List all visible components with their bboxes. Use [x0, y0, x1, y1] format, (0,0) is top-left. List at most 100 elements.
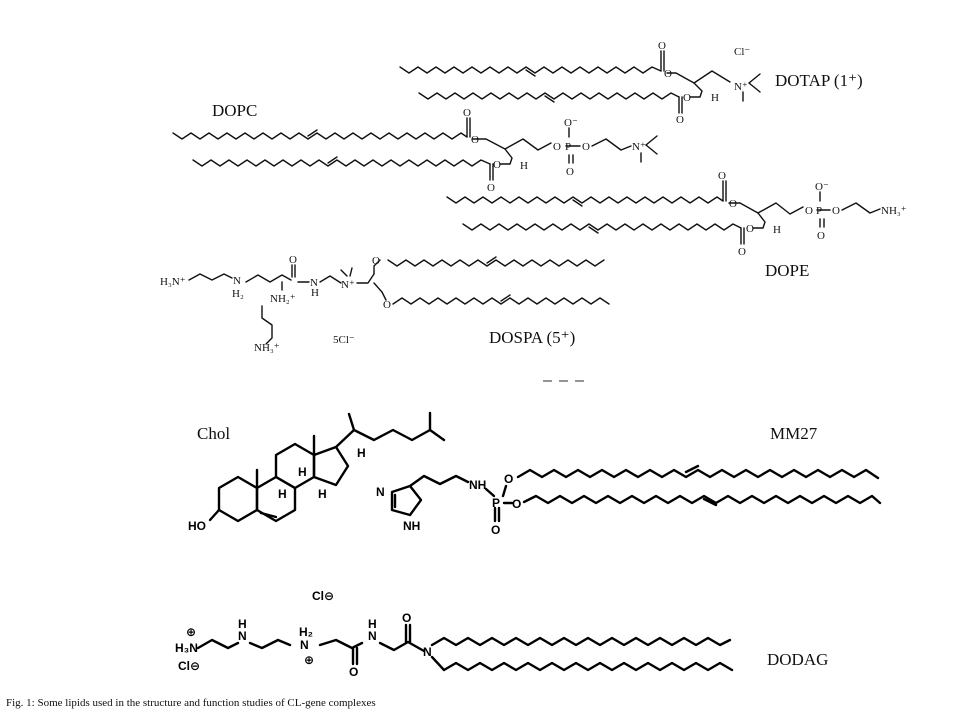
dodag-charge: ⊕	[304, 653, 314, 667]
dope-glycerol	[728, 202, 766, 229]
dodag-atom: N	[238, 629, 247, 643]
dospa-spermine-chain	[188, 273, 233, 281]
dope-double-bond-2	[588, 226, 599, 234]
chol-ring-d	[312, 445, 350, 487]
dopc-atom: H	[520, 160, 528, 172]
dopc-double-bond-1	[307, 129, 318, 137]
dopc-atom: O	[487, 182, 495, 194]
dotap-double-bond-1	[525, 69, 536, 77]
dope-atom: O	[729, 198, 737, 210]
chol-atom: H	[278, 487, 287, 501]
dope-structure: O O O O H O O⁻ P O O NH₃⁺ DOPE	[446, 170, 907, 280]
dospa-atom: N	[233, 275, 241, 287]
mm27-atom: N	[376, 485, 385, 499]
dodag-head-chain	[196, 638, 240, 650]
dospa-atom: H₃N⁺	[160, 276, 186, 288]
dotap-atom: O	[683, 92, 691, 104]
mm27-tail-1	[516, 468, 880, 480]
dotap-counterion: Cl⁻	[734, 46, 750, 58]
dope-linker	[757, 202, 804, 215]
mm27-atom: NH	[403, 519, 420, 533]
dopc-atom: O	[463, 107, 471, 119]
dodag-atom: H	[368, 617, 377, 631]
dodag-atom: N	[300, 638, 309, 652]
dodag-counterion: Cl⊖	[312, 589, 334, 603]
figure-caption: Fig. 1: Some lipids used in the structur…	[6, 697, 376, 709]
dopc-glycerol	[472, 138, 513, 165]
dope-double-bond-1	[572, 199, 583, 207]
dospa-atom: NH₃⁺	[254, 342, 280, 354]
dotap-atom: H	[711, 92, 719, 104]
dospa-structure: H₃N⁺ N H₂ O N H NH₂⁺ NH₃⁺ N⁺ O O 5Cl⁻ DO…	[160, 254, 610, 354]
dopc-atom: O⁻	[564, 117, 578, 129]
dope-atom: O	[746, 223, 754, 235]
dotap-atom: O	[658, 40, 666, 52]
dospa-atom: N⁺	[341, 279, 355, 291]
mm27-linker	[408, 474, 470, 488]
dodag-atom: H₃N	[175, 641, 198, 655]
dodag-label: DODAG	[767, 650, 828, 669]
dodag-atom: N	[368, 629, 377, 643]
dopc-linker	[504, 138, 552, 151]
dospa-atom: O	[289, 254, 297, 266]
dospa-tail-2	[392, 297, 610, 305]
dodag-charge: ⊕	[186, 625, 196, 639]
dodag-atom: H	[238, 617, 247, 631]
dopc-atom: O	[493, 159, 501, 171]
dope-atom: NH₃⁺	[881, 205, 907, 217]
dope-atom: O⁻	[815, 181, 829, 193]
dospa-tail-1	[387, 259, 605, 267]
mm27-atom: P	[492, 496, 500, 510]
dopc-label: DOPC	[212, 101, 257, 120]
dospa-label: DOSPA (5⁺)	[489, 328, 575, 347]
dopc-atom: P	[565, 141, 571, 153]
dospa-atom: O	[383, 299, 391, 311]
mm27-tail-2	[522, 494, 882, 505]
dotap-label: DOTAP (1⁺)	[775, 71, 863, 90]
mm27-atom: O	[491, 523, 500, 537]
chol-atom: H	[357, 446, 366, 460]
dotap-linker	[693, 70, 731, 84]
dodag-atom: O	[349, 665, 358, 679]
dopc-atom: O	[582, 141, 590, 153]
dopc-tail-2	[192, 159, 491, 167]
dopc-atom: O	[553, 141, 561, 153]
dospa-counterion: 5Cl⁻	[333, 334, 355, 346]
dope-atom: O	[738, 246, 746, 258]
mm27-double-bond-2	[702, 497, 718, 507]
dodag-atom: O	[402, 611, 411, 625]
dotap-atom: O	[676, 114, 684, 126]
dotap-atom: O	[664, 68, 672, 80]
chol-structure: Chol HO H H H H	[188, 411, 446, 533]
mm27-structure: MM27 N NH NH P O O O	[376, 424, 882, 537]
mm27-double-bond-1	[684, 464, 700, 474]
dopc-double-bond-2	[327, 156, 338, 164]
dotap-atom: N⁺	[734, 81, 748, 93]
dodag-atom: N	[423, 645, 432, 659]
dope-atom: O	[832, 205, 840, 217]
dotap-double-bond-2	[544, 95, 555, 103]
dospa-spermine-branch	[261, 305, 273, 345]
chol-side-chain	[334, 428, 446, 449]
dodag-structure: Cl⊖ Cl⊖ H₃N ⊕ N H H₂ N ⊕ N H O O N DODAG	[175, 589, 828, 679]
dodag-atom: H₂	[299, 625, 313, 639]
dope-label: DOPE	[765, 261, 809, 280]
chol-ring-c	[274, 442, 316, 490]
dope-atom: O	[718, 170, 726, 182]
dope-atom: H	[773, 224, 781, 236]
dotap-tail-2	[418, 92, 680, 100]
mm27-label: MM27	[770, 424, 818, 443]
dotap-glycerol	[666, 72, 703, 98]
dopc-tail-1	[172, 132, 468, 140]
dotap-structure: O O O O H N⁺ Cl⁻ DOTAP (1⁺)	[399, 40, 863, 126]
dospa-atom: O	[372, 255, 380, 267]
chol-atom: H	[318, 487, 327, 501]
dope-tail-1	[446, 196, 724, 204]
mm27-atom: NH	[469, 478, 486, 492]
dodag-counterion: Cl⊖	[178, 659, 200, 673]
dope-atom: O	[817, 230, 825, 242]
dospa-double-bond-2	[500, 294, 511, 302]
dodag-tail-2	[430, 655, 734, 672]
dopc-atom: N⁺	[632, 141, 646, 153]
